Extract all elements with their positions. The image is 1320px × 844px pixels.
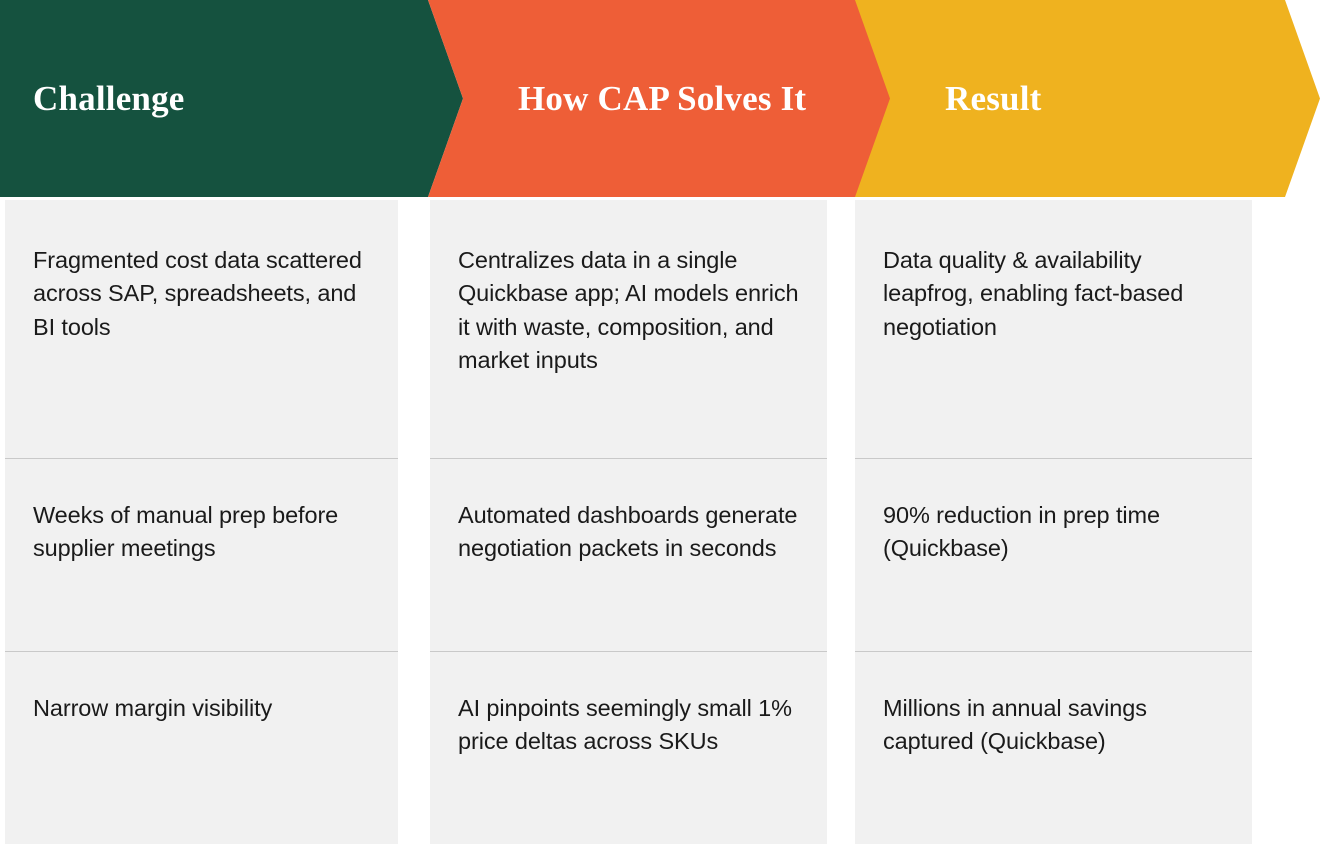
chevron-stage-3 <box>855 0 1320 197</box>
column-how-cap-solves-it: Centralizes data in a single Quickbase a… <box>430 200 827 844</box>
cell-text: Narrow margin visibility <box>33 695 273 721</box>
chevron-shape-challenge <box>0 0 463 197</box>
content-columns: Fragmented cost data scattered across SA… <box>0 200 1320 844</box>
cell-solution-row-3: AI pinpoints seemingly small 1% price de… <box>430 651 827 844</box>
cell-text: 90% reduction in prep time (Quickbase) <box>883 502 1160 562</box>
chevron-header-band: Challenge How CAP Solves It Result <box>0 0 1320 197</box>
cell-text: Automated dashboards generate negotiatio… <box>458 502 798 562</box>
cell-solution-row-1: Centralizes data in a single Quickbase a… <box>430 200 827 458</box>
cell-text: Fragmented cost data scattered across SA… <box>33 247 362 340</box>
column-challenge: Fragmented cost data scattered across SA… <box>5 200 398 844</box>
column-result: Data quality & availability leapfrog, en… <box>855 200 1252 844</box>
cell-result-row-2: 90% reduction in prep time (Quickbase) <box>855 458 1252 651</box>
chevron-stage-2 <box>428 0 891 197</box>
chevron-shape-solution <box>428 0 891 197</box>
chevron-stage-1 <box>0 0 463 197</box>
cell-text: Data quality & availability leapfrog, en… <box>883 247 1184 340</box>
chevron-shape-result <box>855 0 1320 197</box>
cell-text: Centralizes data in a single Quickbase a… <box>458 247 799 374</box>
cell-result-row-3: Millions in annual savings captured (Qui… <box>855 651 1252 844</box>
cell-text: Millions in annual savings captured (Qui… <box>883 695 1147 755</box>
cell-result-row-1: Data quality & availability leapfrog, en… <box>855 200 1252 458</box>
cell-challenge-row-3: Narrow margin visibility <box>5 651 398 844</box>
cell-text: AI pinpoints seemingly small 1% price de… <box>458 695 792 755</box>
cell-solution-row-2: Automated dashboards generate negotiatio… <box>430 458 827 651</box>
cell-challenge-row-2: Weeks of manual prep before supplier mee… <box>5 458 398 651</box>
cell-text: Weeks of manual prep before supplier mee… <box>33 502 339 562</box>
cell-challenge-row-1: Fragmented cost data scattered across SA… <box>5 200 398 458</box>
